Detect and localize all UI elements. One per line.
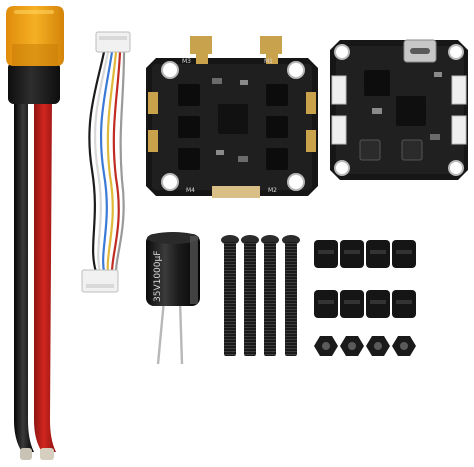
hex-nuts [314,336,416,356]
grommet [366,290,390,318]
grommet [340,240,364,268]
screw [261,235,279,356]
grommet [392,240,416,268]
hex-nut [314,336,338,356]
screw [282,235,300,356]
grommet [314,290,338,318]
capacitor-rating: 35V1000μF [153,251,163,302]
esc-label-m1: M1 [264,58,273,65]
hex-nut [392,336,416,356]
grommet [314,240,338,268]
esc-label-m3: M3 [182,58,191,65]
grommet [366,240,390,268]
flight-controller-board [330,39,468,180]
xt60-connector [6,6,64,460]
mounting-screws [221,235,300,356]
hex-nut [340,336,364,356]
grommet [340,290,364,318]
esc-label-m4: M4 [186,187,195,194]
screw [241,235,259,356]
screw [221,235,239,356]
jst-cable-harness [81,31,131,293]
hex-nut [366,336,390,356]
grommet [392,290,416,318]
electrolytic-capacitor: 35V1000μF [146,232,200,365]
rubber-grommets [314,240,416,318]
esc-label-m2: M2 [268,187,277,194]
esc-board: M3 M1 M4 M2 [146,36,318,198]
